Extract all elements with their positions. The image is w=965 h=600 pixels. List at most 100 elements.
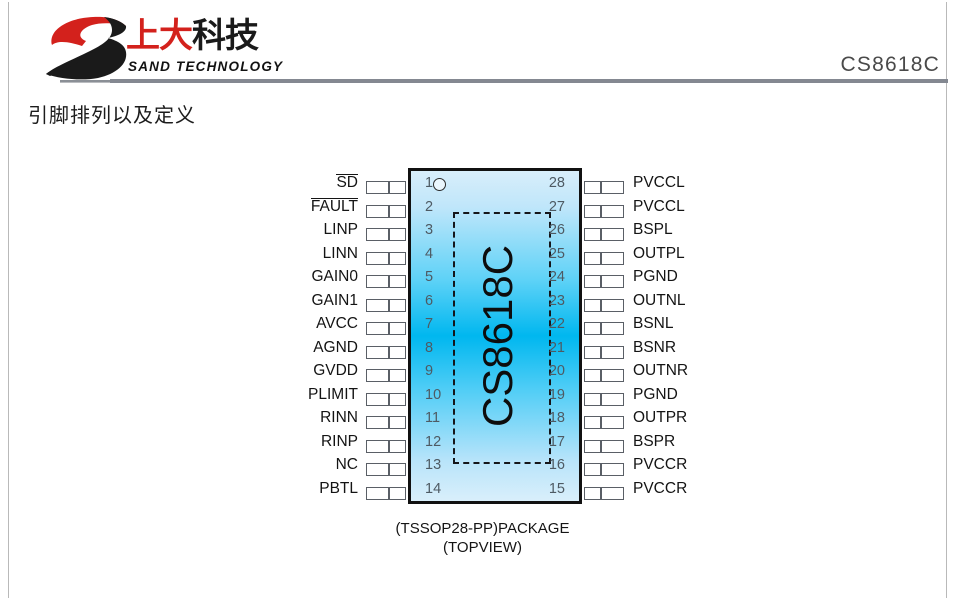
pin-lead-inner (584, 369, 601, 382)
pin-lead (366, 463, 406, 476)
pin-label-right: BSNR (633, 338, 677, 356)
pin-number-right: 28 (548, 175, 565, 191)
pin-number-left: 10 (425, 386, 442, 403)
pin-label-right: PVCCL (633, 174, 685, 191)
pin-lead (584, 181, 624, 194)
pin-lead (584, 486, 624, 500)
pin-lead (584, 251, 624, 265)
pin-label-left: GAIN1 (311, 291, 358, 309)
pin-lead-inner (389, 392, 406, 406)
pin-lead (584, 275, 624, 288)
pin-lead-outer (366, 486, 389, 500)
caption-line-1: (TSSOP28-PP)PACKAGE (395, 520, 570, 537)
pin-label-right: PVCCR (633, 456, 688, 473)
pin-label-right: BSPR (633, 432, 676, 450)
pin-label-left: AVCC (316, 315, 358, 332)
pin-lead (584, 298, 624, 312)
pin-lead-inner (584, 204, 601, 218)
pin-label-left: RINN (320, 409, 358, 426)
pin-lead-inner (389, 275, 406, 288)
pin-lead-outer (601, 298, 624, 312)
pin-number-right: 21 (548, 339, 565, 356)
pin-number-left: 6 (425, 292, 434, 309)
pin-lead-inner (389, 486, 406, 500)
logo-chinese-text: 上大科技 (126, 16, 259, 56)
pin-lead (584, 228, 624, 241)
pin-label-left: LINP (323, 221, 358, 238)
pin-label-left: LINN (322, 244, 358, 262)
pin-label-right: OUTPR (633, 409, 688, 426)
pin-label-right: PGND (633, 385, 678, 403)
pin-lead-outer (366, 345, 389, 359)
pin-label-left: SD (140, 174, 358, 192)
pin-lead-inner (389, 251, 406, 265)
pin-number-right: 23 (548, 292, 565, 309)
pin-lead-outer (601, 439, 624, 453)
pin-lead-outer (366, 204, 389, 218)
pin-lead (366, 181, 406, 194)
pin-number-right: 17 (548, 433, 565, 450)
pin-label-right: BSPL (633, 221, 673, 238)
pin-lead-outer (366, 251, 389, 265)
pin-lead-outer (366, 228, 389, 241)
pin-lead-outer (601, 204, 624, 218)
logo-cn-red: 上大 (126, 16, 193, 56)
pin-lead-inner (584, 463, 601, 476)
pin-lead (584, 345, 624, 359)
pin-number-left: 8 (425, 339, 434, 356)
pin-label-right: PVCCL (633, 197, 685, 215)
pin-lead (366, 322, 406, 335)
pin-number-left: 11 (425, 410, 441, 426)
pin-lead-inner (389, 298, 406, 312)
pin-label-left: PLIMIT (308, 385, 358, 403)
pin-lead (366, 275, 406, 288)
pin-lead (584, 439, 624, 453)
pin-lead (366, 204, 406, 218)
pin-number-left: 3 (425, 222, 434, 238)
pin-lead (366, 416, 406, 429)
pin-label-text: SD (336, 174, 358, 191)
thermal-pad-outline (453, 212, 551, 464)
pin-label-left: RINP (320, 432, 358, 450)
pin-label-right: PGND (633, 268, 678, 285)
pin-lead-outer (601, 416, 624, 429)
pin-lead-inner (584, 322, 601, 335)
pin-lead-inner (584, 392, 601, 406)
pin-lead (366, 439, 406, 453)
pin-lead (366, 228, 406, 241)
pin-lead-outer (366, 298, 389, 312)
pin-label-left: FAULT (140, 197, 358, 216)
logo-cn-black: 科技 (192, 16, 259, 56)
pin-lead (584, 204, 624, 218)
logo-english-text: SAND TECHNOLOGY (128, 59, 284, 74)
pin-label-right: OUTPL (633, 244, 685, 262)
pin-lead (584, 392, 624, 406)
pin-lead-outer (601, 275, 624, 288)
pin-number-right: 20 (548, 363, 565, 379)
pin-lead (366, 345, 406, 359)
pin-lead-inner (584, 486, 601, 500)
pin-lead-inner (389, 439, 406, 453)
pin-lead-inner (389, 463, 406, 476)
pin-lead-outer (601, 345, 624, 359)
part-number: CS8618C (840, 53, 940, 76)
pin-number-right: 19 (548, 386, 565, 403)
pin-lead-inner (389, 181, 406, 194)
pin-label-left: NC (335, 456, 358, 473)
pin-lead (366, 251, 406, 265)
pin-lead-outer (601, 369, 624, 382)
pin-number-left: 5 (425, 269, 434, 285)
pin-lead (366, 392, 406, 406)
pin-lead-inner (389, 345, 406, 359)
pin-label-right: OUTNR (633, 362, 689, 379)
pin-lead-outer (366, 275, 389, 288)
pin-number-left: 4 (425, 245, 434, 262)
pin-lead (584, 463, 624, 476)
pin-lead-outer (601, 322, 624, 335)
pin-lead-inner (389, 228, 406, 241)
pin-1-dot-icon (433, 178, 446, 191)
pin-lead-inner (584, 298, 601, 312)
pin-lead (366, 486, 406, 500)
pin-lead-inner (584, 228, 601, 241)
